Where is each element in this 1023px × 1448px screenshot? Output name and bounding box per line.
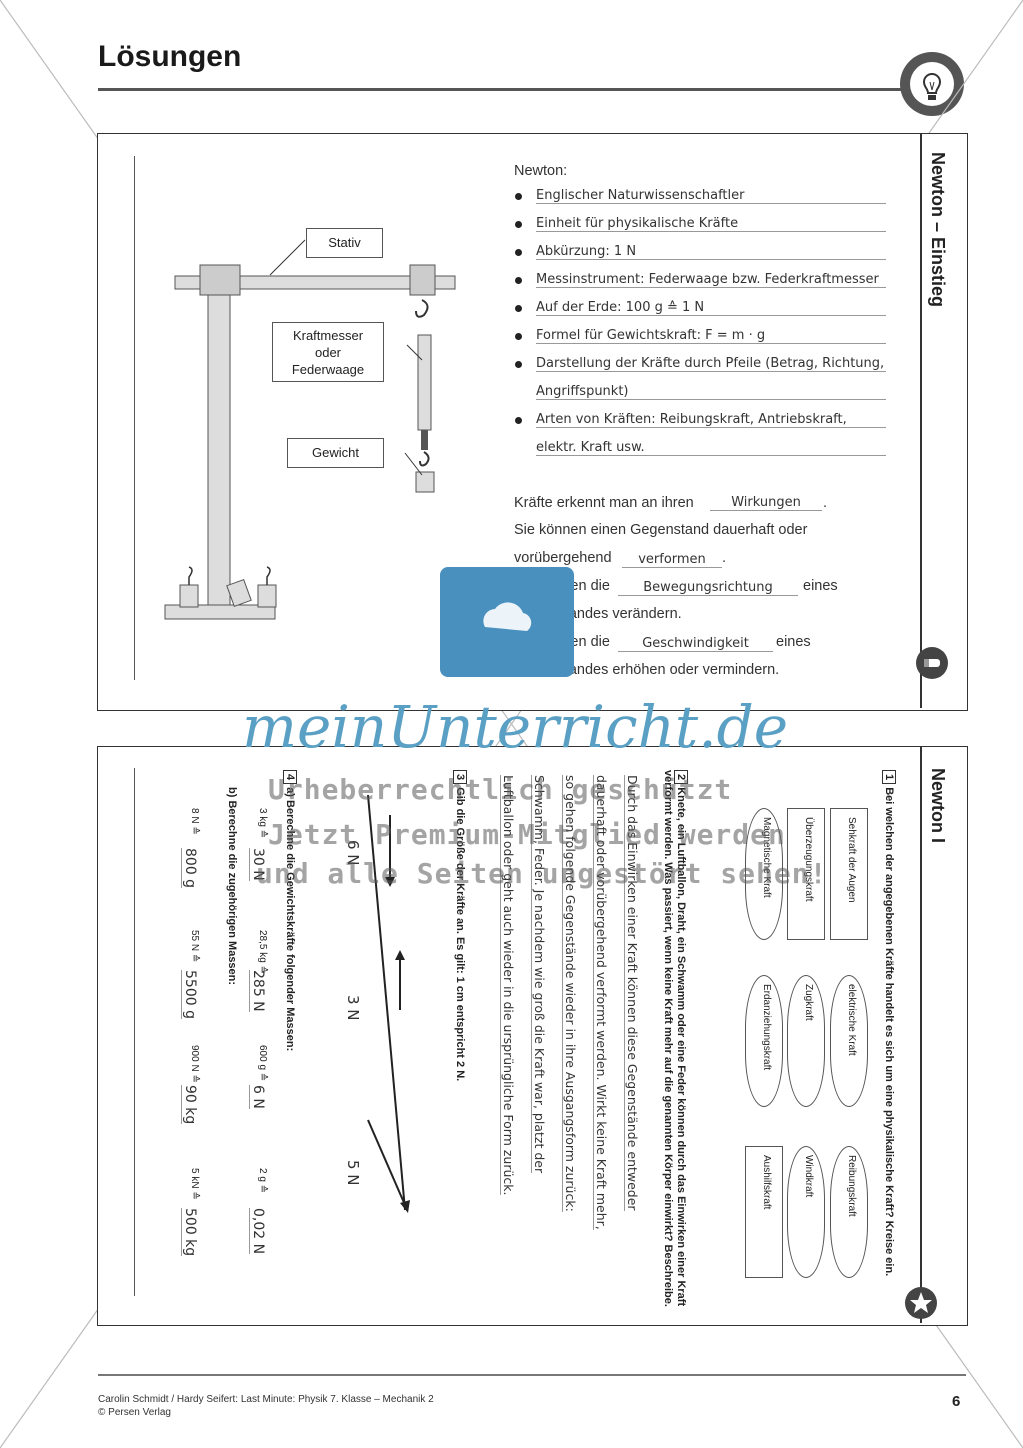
- page-number: 6: [952, 1393, 961, 1410]
- q1-option-label: Windkraft: [803, 1155, 814, 1198]
- panel2-side-label: Newton I: [928, 768, 948, 843]
- newton-bullet-item: Abkürzung: 1 N: [536, 244, 886, 260]
- stativ-diagram: [164, 239, 456, 620]
- q4-item-answer: 500 kg: [181, 1208, 198, 1257]
- q4-item-question: 55 N ≙: [189, 930, 200, 963]
- q4-item-question: 5 kN ≙: [189, 1168, 200, 1200]
- q4-item-answer: 90 kg: [181, 1085, 198, 1125]
- q1-option-label: elektrische Kraft: [846, 984, 857, 1056]
- cloze-line-2: Sie können einen Gegenstand dauerhaft od…: [514, 522, 808, 538]
- bullet-dot: [515, 361, 522, 368]
- cloze-line-1a: Kräfte erkennt man an ihren: [514, 495, 694, 511]
- q4a-text: 4 a) Berechne die Gewichtskräfte folgend…: [283, 770, 297, 1051]
- cloze-line-1b: .: [823, 495, 828, 511]
- q4-item-answer: 285 N: [249, 970, 266, 1012]
- q4-item-question: 900 N ≙: [189, 1045, 200, 1083]
- lightbulb-icon: [900, 52, 964, 116]
- bullet-dot: [515, 277, 522, 284]
- label-stativ: Stativ: [306, 228, 383, 258]
- newton-bullet-item: Englischer Naturwissenschaftler: [536, 188, 886, 204]
- bullet-dot: [515, 221, 522, 228]
- q1-option-label: Reibungskraft: [846, 1155, 857, 1217]
- star-icon: [905, 1287, 937, 1319]
- footer-credit: Carolin Schmidt / Hardy Seifert: Last Mi…: [98, 1394, 434, 1405]
- watermark-brand: meinUnterricht.de: [242, 693, 789, 761]
- bullet-dot: [515, 193, 522, 200]
- bullet-dot: [515, 417, 522, 424]
- q1-question: Bei welchen der angegebenen Kräfte hande…: [883, 787, 895, 1277]
- newton-bullet-item: elektr. Kraft usw.: [536, 440, 886, 456]
- q1-option: Magnetische Kraft: [745, 808, 783, 940]
- q4-item-answer: 800 g: [181, 848, 198, 889]
- page-title: Lösungen: [98, 40, 242, 73]
- bullet-dot: [515, 249, 522, 256]
- q4-item-answer: 6 N: [249, 1085, 266, 1109]
- q3-answer-3: 5 N: [344, 1160, 362, 1186]
- footer-publisher: © Persen Verlag: [98, 1407, 171, 1418]
- q1-text: 1 Bei welchen der angegebenen Kräfte han…: [882, 770, 896, 1330]
- q4-item-answer: 0,02 N: [249, 1208, 266, 1255]
- q3-answer-2: 3 N: [344, 995, 362, 1021]
- newton-bullet-item: Auf der Erde: 100 g ≙ 1 N: [536, 300, 886, 316]
- q1-number: 1: [882, 770, 896, 785]
- q4b-text: b) Berechne die zugehörigen Massen:: [226, 787, 238, 985]
- q1-option: elektrische Kraft: [830, 975, 868, 1107]
- newton-bullet-item: Arten von Kräften: Reibungskraft, Antrie…: [536, 412, 886, 428]
- briefcase-cloud-icon: [440, 550, 574, 677]
- cloze-line-4b: eines: [803, 578, 838, 594]
- q4-item-answer: 5500 g: [181, 970, 198, 1019]
- cloze-answer-4: Geschwindigkeit: [618, 636, 773, 652]
- newton-bullet-item: Messinstrument: Federwaage bzw. Federkra…: [536, 272, 886, 288]
- watermark-line-3: und alle Seiten ungestört sehen!: [256, 857, 828, 890]
- q4-item-question: 3 kg ≙: [257, 808, 268, 839]
- q4-item-question: 28,5 kg ≙: [257, 930, 268, 974]
- cloze-line-3b: .: [722, 550, 727, 566]
- q1-option: Überzeugungskraft: [787, 808, 825, 940]
- header-rule: [98, 88, 924, 91]
- q1-option-label: Erdanziehungskraft: [761, 984, 772, 1071]
- q1-option-label: Aushilfskraft: [761, 1155, 772, 1210]
- watermark-line-2: Jetzt Premium-Mitglied werden: [268, 818, 786, 851]
- cloze-answer-3: Bewegungsrichtung: [618, 580, 798, 596]
- cloze-line-3a: vorübergehend: [514, 550, 612, 566]
- label-gewicht: Gewicht: [287, 438, 384, 468]
- newton-bullet-item: Formel für Gewichtskraft: F = m · g: [536, 328, 886, 344]
- q4b-label: b): [226, 787, 238, 798]
- newton-bullet-item: Darstellung der Kräfte durch Pfeile (Bet…: [536, 356, 886, 372]
- q1-option: Windkraft: [787, 1146, 825, 1278]
- bullet-dot: [515, 305, 522, 312]
- cloze-line-7: Gegenstandes erhöhen oder vermindern.: [514, 662, 780, 678]
- watermark-line-1: Urheberrechtlich geschützt: [268, 773, 733, 806]
- q1-option: Sehkraft der Augen: [830, 808, 868, 940]
- magnet-icon: [916, 647, 948, 679]
- cloze-answer-1: Wirkungen: [710, 495, 822, 511]
- newton-heading: Newton:: [514, 163, 568, 179]
- q4-item-question: 600 g ≙: [257, 1045, 268, 1082]
- q1-option-label: Zugkraft: [803, 984, 814, 1021]
- q3-arrows: [367, 795, 410, 1213]
- q1-option-label: Sehkraft der Augen: [846, 817, 857, 903]
- newton-bullet-item: Einheit für physikalische Kräfte: [536, 216, 886, 232]
- cloze-answer-2: verformen: [622, 552, 722, 568]
- cloze-line-6b: eines: [776, 634, 811, 650]
- q1-option: Aushilfskraft: [745, 1146, 783, 1278]
- q1-option: Zugkraft: [787, 975, 825, 1107]
- q4b-question: Berechne die zugehörigen Massen:: [226, 800, 238, 986]
- q2-text: 2 Knete, ein Luftballon, Draht, ein Schw…: [661, 770, 688, 1330]
- label-kraftmesser: Kraftmesser oder Federwaage: [272, 322, 384, 382]
- q4-item-question: 2 g ≙: [257, 1168, 268, 1194]
- panel1-side-label: Newton – Einstieg: [928, 152, 948, 308]
- bullet-dot: [515, 333, 522, 340]
- q1-option: Reibungskraft: [830, 1146, 868, 1278]
- newton-bullet-item: Angriffspunkt): [536, 384, 886, 400]
- q4-item-question: 8 N ≙: [189, 808, 200, 835]
- q1-option: Erdanziehungskraft: [745, 975, 783, 1107]
